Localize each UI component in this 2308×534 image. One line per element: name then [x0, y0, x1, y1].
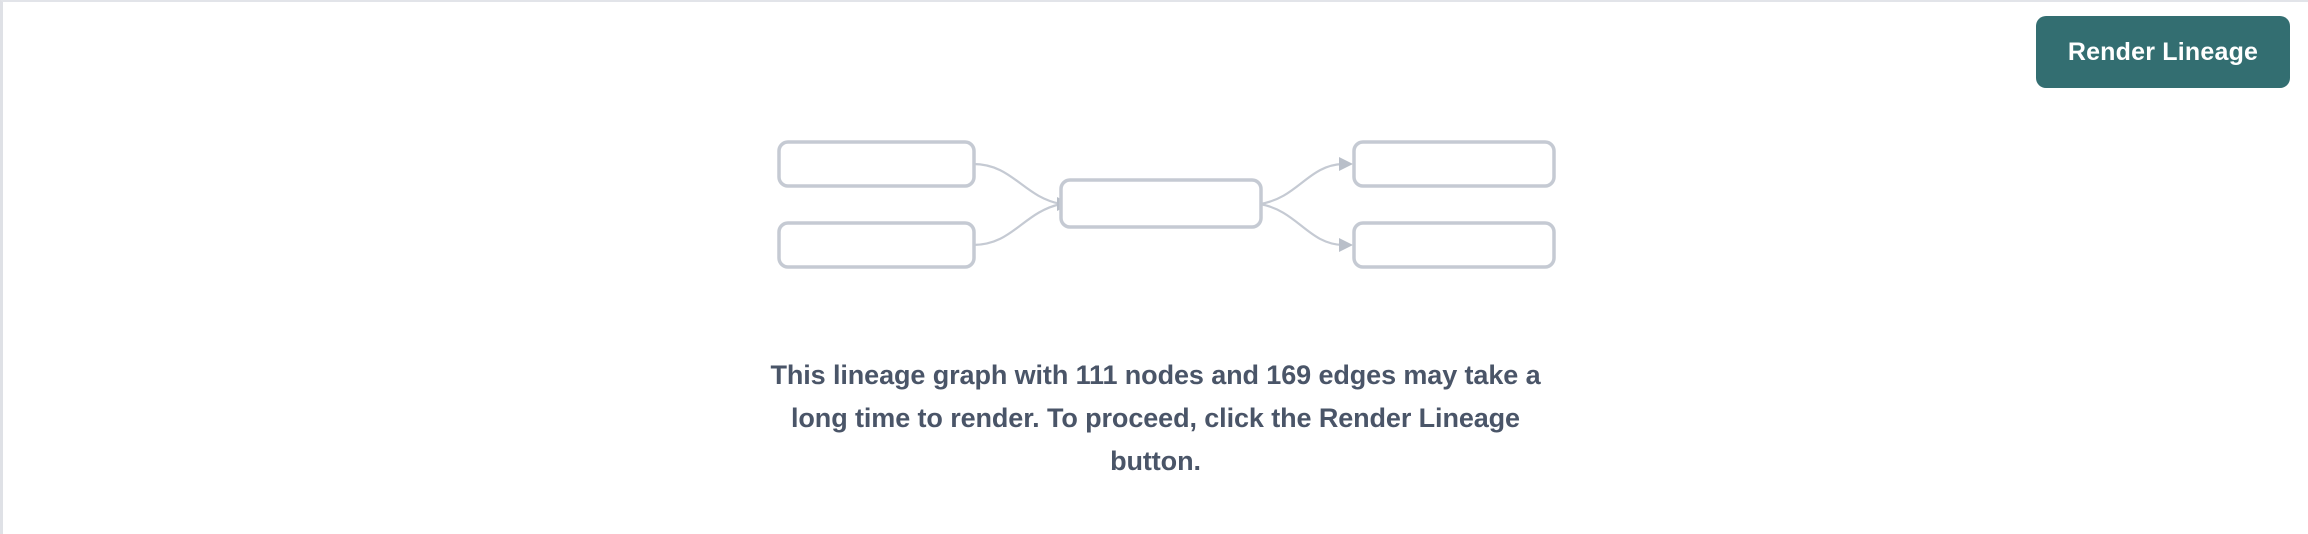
placeholder-graph-illustration	[773, 132, 1563, 277]
arrowhead-to-right-top	[1339, 157, 1353, 171]
lineage-placeholder-content: This lineage graph with 111 nodes and 16…	[3, 2, 2308, 534]
edge-center-to-right-bottom	[1259, 202, 1344, 247]
placeholder-node-right-top	[1352, 140, 1556, 188]
placeholder-node-left-top	[777, 140, 976, 188]
placeholder-node-center	[1059, 178, 1263, 229]
arrowhead-to-right-bottom	[1339, 238, 1353, 252]
render-lineage-button[interactable]: Render Lineage	[2036, 16, 2290, 88]
edge-left-bottom-to-center	[972, 202, 1062, 247]
placeholder-node-left-bottom	[777, 221, 976, 269]
edge-left-top-to-center	[972, 162, 1062, 206]
lineage-warning-message: This lineage graph with 111 nodes and 16…	[770, 360, 1541, 476]
edge-center-to-right-top	[1259, 162, 1344, 206]
placeholder-graph-svg	[777, 140, 1556, 269]
placeholder-node-right-bottom	[1352, 221, 1556, 269]
